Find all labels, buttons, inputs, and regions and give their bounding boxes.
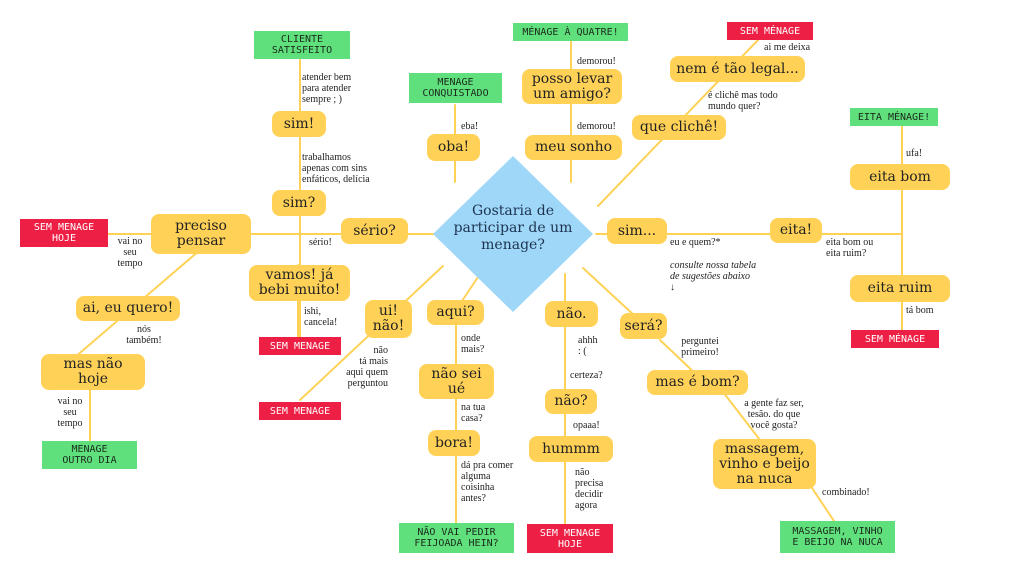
tag-sem-menage-ui: SEM MENAGE — [259, 402, 341, 420]
node-mas-nao-hoje[interactable]: mas não hoje — [41, 354, 145, 390]
label-nao-precisa: não precisa decidir agora — [575, 467, 604, 511]
node-nem-tao-legal[interactable]: nem é tão legal... — [670, 56, 805, 82]
tag-eita-menage: EITA MÉNAGE! — [850, 108, 938, 126]
tag-menage-outro-dia: MENAGE OUTRO DIA — [42, 441, 137, 469]
node-massagem[interactable]: massagem, vinho e beijo na nuca — [713, 439, 816, 489]
label-ishi-cancela: ishi, cancela! — [304, 306, 338, 328]
node-preciso-pensar[interactable]: preciso pensar — [151, 214, 251, 254]
label-vai-no-seu-tempo-2: vai no seu tempo — [57, 396, 83, 429]
tag-sem-menage-hoje-bottom: SEM MENAGE HOJE — [527, 524, 613, 553]
node-nao-dot[interactable]: não. — [545, 301, 598, 327]
node-sim-top[interactable]: sim! — [272, 111, 326, 137]
node-aqui[interactable]: aqui? — [427, 300, 484, 325]
tag-menage-conquistado: MENAGE CONQUISTADO — [409, 73, 502, 103]
label-onde-mais: onde mais? — [461, 333, 485, 355]
label-demorou-1: demorou! — [577, 56, 616, 67]
node-nao-question[interactable]: não? — [545, 389, 597, 414]
label-nos-tambem: nós também! — [126, 324, 162, 346]
node-sim-question[interactable]: sim? — [272, 190, 326, 216]
label-ufa: ufa! — [906, 148, 923, 159]
label-trabalhamos: trabalhamos apenas com sins enfáticos, d… — [302, 152, 370, 185]
label-combinado: combinado! — [822, 487, 870, 498]
node-vamos-ja-bebi[interactable]: vamos! já bebi muito! — [249, 265, 350, 301]
label-da-pra-comer: dá pra comer alguma coisinha antes? — [461, 460, 514, 504]
tag-massagem-vinho-beijo: MASSAGEM, VINHO E BEIJO NA NUCA — [780, 521, 895, 553]
label-na-tua-casa: na tua casa? — [461, 402, 486, 424]
label-e-cliche: é clichê mas todo mundo quer? — [708, 90, 778, 112]
node-nao-sei-ue[interactable]: não sei ué — [419, 364, 494, 399]
node-sera[interactable]: será? — [620, 313, 667, 339]
label-certeza: certeza? — [570, 370, 603, 381]
label-vai-no-seu-tempo-1: vai no seu tempo — [117, 236, 143, 269]
label-serio: sério! — [309, 237, 332, 248]
label-opaaa: opaaa! — [573, 420, 600, 431]
tag-nao-vai-pedir-feijoada: NÃO VAI PEDIR FEIJOADA HEIN? — [399, 523, 514, 553]
node-eita-ruim[interactable]: eita ruim — [850, 275, 950, 302]
tag-cliente-satisfeito: CLIENTE SATISFEITO — [254, 31, 350, 59]
node-eita-bom[interactable]: eita bom — [850, 164, 950, 190]
tag-sem-menage-right: SEM MÉNAGE — [851, 330, 939, 348]
node-sim-dots[interactable]: sim... — [607, 218, 667, 244]
node-que-cliche[interactable]: que clichê! — [632, 115, 726, 140]
label-nao-ta-mais: não tá mais aqui quem perguntou — [346, 345, 388, 389]
node-bora[interactable]: bora! — [428, 430, 480, 456]
label-eita-bom-ou-ruim: eita bom ou eita ruim? — [826, 237, 874, 259]
label-ta-bom: tá bom — [906, 305, 934, 316]
tag-sem-menage-hoje-left: SEM MENAGE HOJE — [20, 219, 108, 247]
node-serio[interactable]: sério? — [341, 218, 408, 244]
center-question: Gostaria de participar de um menage? — [453, 203, 573, 253]
node-ui-nao[interactable]: ui! não! — [365, 300, 412, 338]
node-eita[interactable]: eita! — [770, 218, 822, 243]
label-atender-bem: atender bem para atender sempre ; ) — [302, 72, 352, 105]
node-hummm[interactable]: hummm — [529, 436, 613, 462]
node-oba[interactable]: oba! — [427, 134, 480, 161]
center-diamond-shape — [433, 156, 593, 312]
node-ai-eu-quero[interactable]: ai, eu quero! — [76, 296, 180, 321]
label-ahhh: ahhh : ( — [578, 335, 598, 357]
label-eu-e-quem: eu e quem?* — [670, 237, 721, 248]
node-mas-e-bom[interactable]: mas é bom? — [647, 370, 748, 395]
tag-sem-menage-top-right: SEM MÉNAGE — [727, 22, 813, 40]
label-perguntei-primeiro: perguntei primeiro! — [681, 336, 719, 358]
label-ai-me-deixa: ai me deixa — [764, 42, 811, 53]
node-meu-sonho[interactable]: meu sonho — [525, 135, 622, 160]
node-posso-levar[interactable]: posso levar um amigo? — [522, 69, 622, 104]
tag-sem-menage-vamos: SEM MENAGE — [259, 337, 341, 355]
label-eba: eba! — [461, 121, 479, 132]
note-consulte-tabela: consulte nossa tabela de sugestões abaix… — [670, 260, 757, 293]
label-demorou-2: demorou! — [577, 121, 616, 132]
tag-menage-a-quatre: MÉNAGE À QUATRE! — [513, 23, 628, 41]
label-a-gente-faz: a gente faz ser, tesão. do que você gost… — [744, 398, 804, 431]
